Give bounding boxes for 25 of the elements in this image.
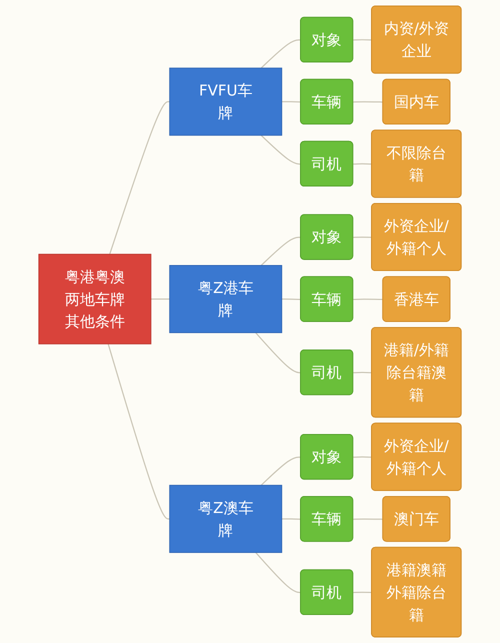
connector	[150, 298, 170, 300]
node-box: FVFU车牌	[169, 68, 282, 136]
connector	[255, 552, 301, 594]
connector	[282, 298, 301, 300]
connector	[255, 332, 301, 374]
connector	[353, 298, 384, 300]
connector	[353, 592, 372, 594]
connector	[282, 101, 301, 103]
connector	[108, 344, 170, 520]
node-box: 粤Z澳车牌	[169, 484, 282, 553]
connector	[353, 372, 372, 374]
connector	[353, 39, 372, 41]
connector	[353, 518, 384, 520]
connector	[353, 456, 372, 458]
connector	[260, 39, 301, 68]
connector	[353, 236, 372, 238]
connector	[260, 236, 301, 266]
node-box: 粤港粤澳两地车牌其他条件	[38, 254, 152, 344]
connector	[353, 101, 384, 103]
connector	[282, 518, 301, 520]
connector	[260, 134, 301, 165]
connector	[109, 101, 170, 254]
connector	[260, 456, 301, 486]
connector	[353, 163, 372, 165]
node-box: 粤Z港车牌	[169, 265, 282, 334]
